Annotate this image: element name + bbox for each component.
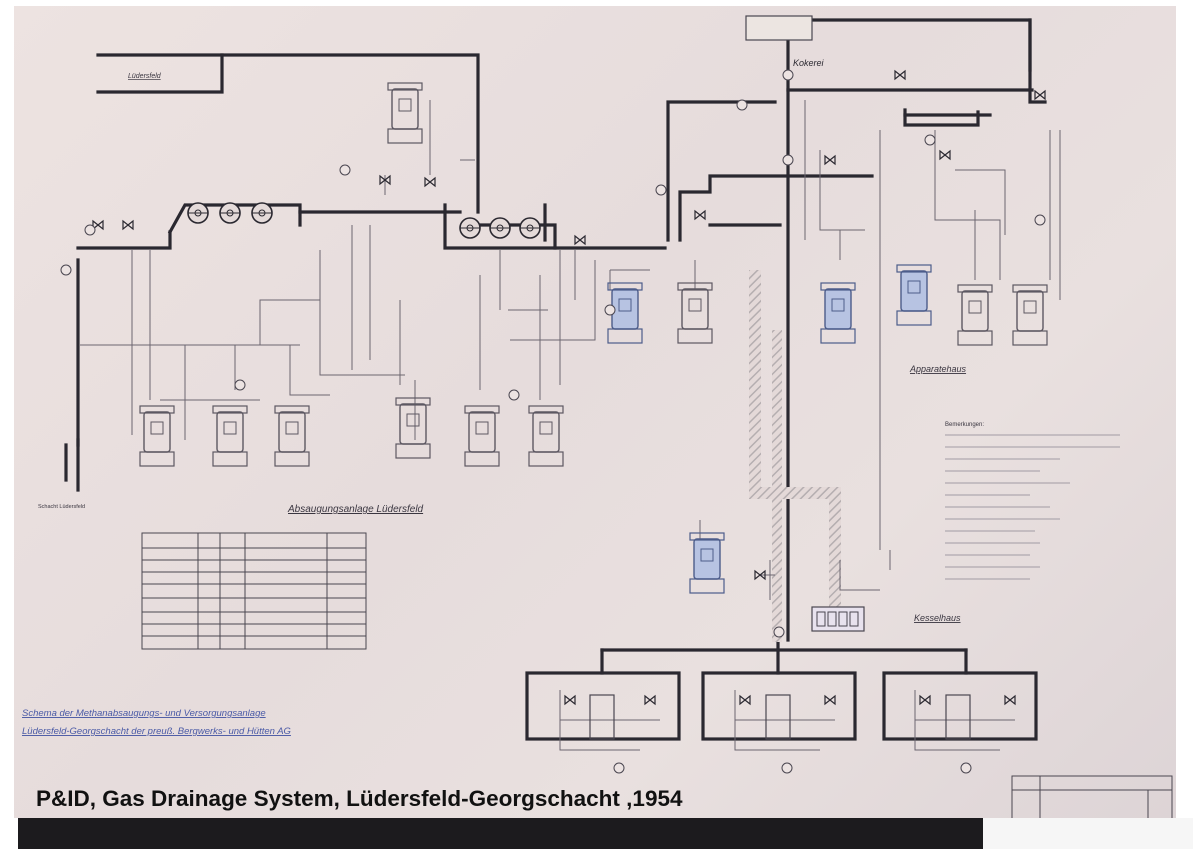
label-apparatehaus: Apparatehaus — [909, 364, 967, 374]
label-schacht: Schacht Lüdersfeld — [38, 504, 85, 510]
drawing-sheet — [14, 6, 1176, 818]
label-kesselhaus: Kesselhaus — [914, 613, 961, 623]
label-absaugungsanlage: Absaugungsanlage Lüdersfeld — [287, 504, 424, 515]
title-line-1: Schema der Methanabsaugungs- und Versorg… — [22, 708, 266, 719]
blower-row-left — [187, 202, 541, 239]
instrument-tags — [60, 69, 1046, 774]
data-table — [141, 532, 367, 650]
remarks-list — [945, 434, 1120, 580]
photo-bottom-edge — [0, 818, 1193, 849]
label-bemerkungen: Bemerkungen: — [945, 422, 984, 428]
tanks — [139, 82, 1048, 594]
hatched-duct — [749, 270, 841, 642]
equipment-boxes — [589, 15, 971, 740]
label-kokerei: Kokerei — [793, 58, 825, 68]
title-line-2: Lüdersfeld-Georgschacht der preuß. Bergw… — [22, 726, 291, 737]
image-caption: P&ID, Gas Drainage System, Lüdersfeld-Ge… — [36, 786, 683, 811]
main-pipelines — [64, 18, 1047, 741]
label-luedersfeld: Lüdersfeld — [128, 73, 162, 80]
thin-lines — [80, 100, 1061, 751]
